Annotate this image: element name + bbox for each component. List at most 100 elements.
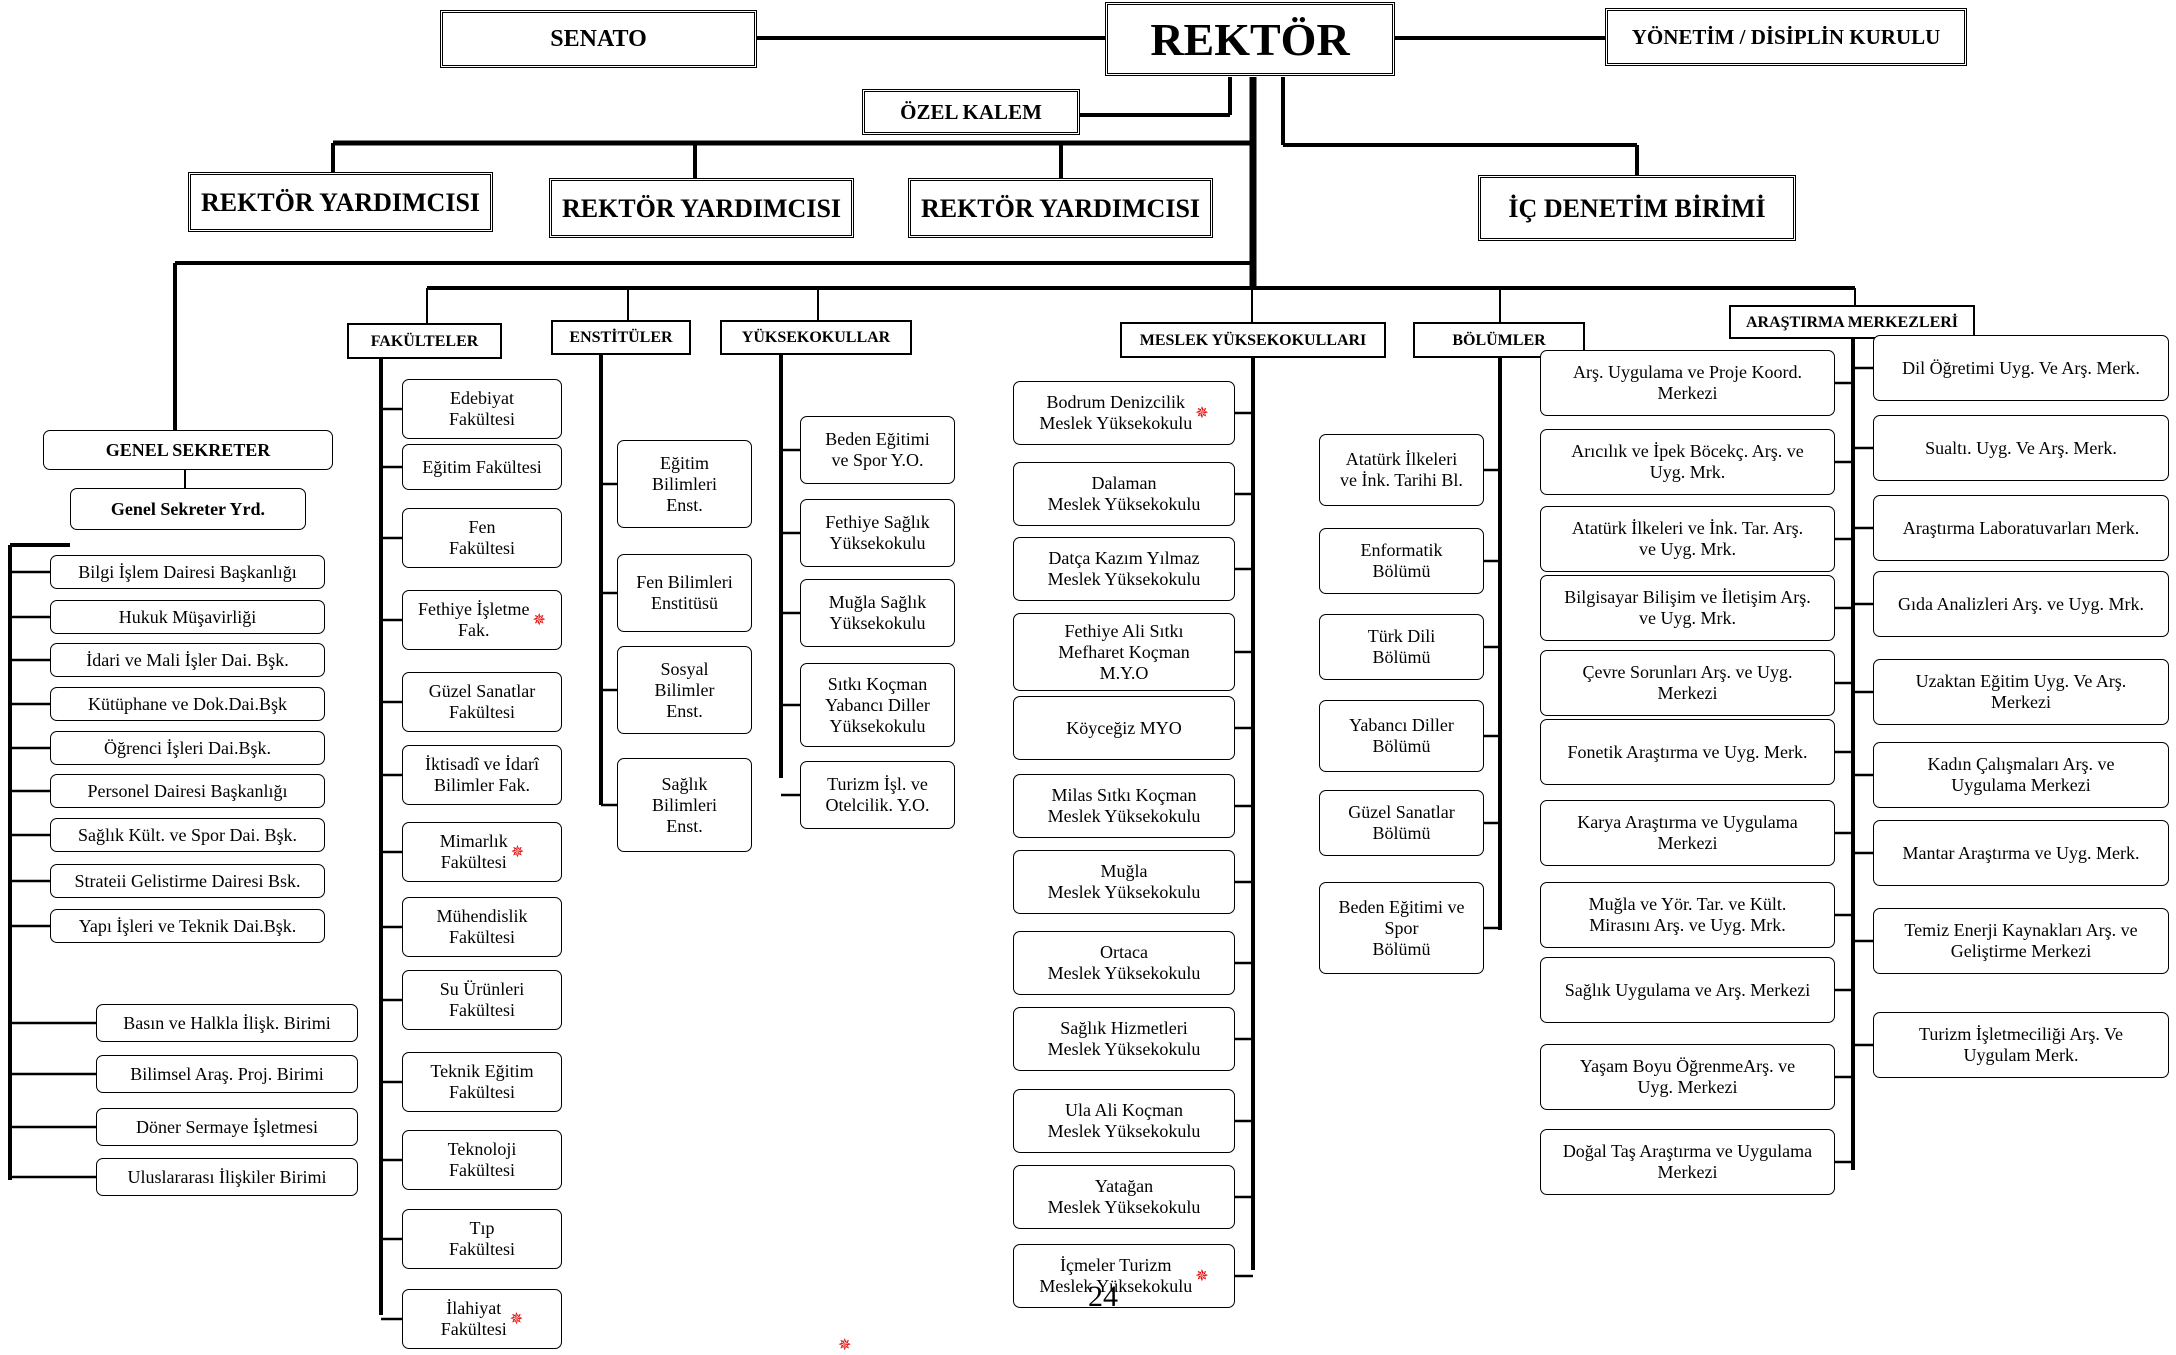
rektor-yardimcisi-1: REKTÖR YARDIMCISI xyxy=(188,172,493,232)
bolum-box-label: Atatürk İlkeleri ve İnk. Tarihi Bl. xyxy=(1340,449,1463,490)
fakulte-box-label: Mühendislik Fakültesi xyxy=(436,906,528,947)
bolum-box-label: Türk Dili Bölümü xyxy=(1367,626,1436,667)
myo-box: Muğla Meslek Yüksekokulu xyxy=(1013,850,1235,914)
bolum-box-label: Güzel Sanatlar Bölümü xyxy=(1348,802,1455,843)
yuksekokul-box: Sıtkı Koçman Yabancı Diller Yüksekokulu xyxy=(800,663,955,747)
fakulte-box-label: Eğitim Fakültesi xyxy=(422,456,542,477)
myo-box: Yatağan Meslek Yüksekokulu xyxy=(1013,1165,1235,1229)
yuksekokullar-header: YÜKSEKOKULLAR xyxy=(720,320,912,355)
fakulte-box-label: Fethiye İşletme Fak. xyxy=(418,599,530,640)
myo-box-label: İçmeler Turizm Meslek Yüksekokulu xyxy=(1039,1255,1193,1296)
bolum-box-label: Enformatik Bölümü xyxy=(1360,540,1443,581)
yuksekokul-box-label: Beden Eğitimi ve Spor Y.O. xyxy=(825,429,930,470)
genel-sekreter-unit: Basın ve Halkla İlişk. Birimi xyxy=(96,1004,358,1042)
genel-sekreter-unit-label: Basın ve Halkla İlişk. Birimi xyxy=(123,1012,331,1033)
arastirma-merkezi-box-label: Temiz Enerji Kaynakları Arş. ve Geliştir… xyxy=(1904,920,2138,961)
genel-sekreter-unit-label: Sağlık Kült. ve Spor Dai. Bşk. xyxy=(78,824,297,845)
enstitu-box-label: Sağlık Bilimleri Enst. xyxy=(652,773,717,836)
enstitu-box: Sosyal Bilimler Enst. xyxy=(617,646,752,734)
arastirma-merkezi-box: Yaşam Boyu ÖğrenmeArş. ve Uyg. Merkezi xyxy=(1540,1044,1835,1110)
fakulte-box-label: Fen Fakültesi xyxy=(449,517,515,558)
genel-sekreter-unit-label: Döner Sermaye İşletmesi xyxy=(136,1116,318,1137)
arastirma-merkezi-box-label: Karya Araştırma ve Uygulama Merkezi xyxy=(1577,812,1798,853)
myo-box: Bodrum Denizcilik Meslek Yüksekokulu✵ xyxy=(1013,381,1235,445)
enstitu-box: Fen Bilimleri Enstitüsü xyxy=(617,554,752,632)
arastirma-merkezi-box: Kadın Çalışmaları Arş. ve Uygulama Merke… xyxy=(1873,742,2169,808)
arastirma-merkezi-box-label: Muğla ve Yör. Tar. ve Kült. Mirasını Arş… xyxy=(1588,894,1787,935)
enstitu-box-label: Sosyal Bilimler Enst. xyxy=(654,658,715,721)
myo-box-label: Fethiye Ali Sıtkı Mefharet Koçman M.Y.O xyxy=(1058,620,1190,683)
yuksekokul-box: Turizm İşl. ve Otelcilik. Y.O. xyxy=(800,761,955,829)
arastirma-merkezi-box: Turizm İşletmeciliği Arş. Ve Uygulam Mer… xyxy=(1873,1012,2169,1078)
myo-box: Milas Sıtkı Koçman Meslek Yüksekokulu xyxy=(1013,774,1235,838)
genel-sekreter-unit: Kütüphane ve Dok.Dai.Bşk xyxy=(50,687,325,721)
myo-box-label: Yatağan Meslek Yüksekokulu xyxy=(1047,1176,1201,1217)
yuksekokul-box: Beden Eğitimi ve Spor Y.O. xyxy=(800,416,955,484)
genel-sekreter-unit: Öğrenci İşleri Dai.Bşk. xyxy=(50,731,325,765)
bolum-box: Atatürk İlkeleri ve İnk. Tarihi Bl. xyxy=(1319,434,1484,506)
genel-sekreter-unit-label: Kütüphane ve Dok.Dai.Bşk xyxy=(88,693,287,714)
genel-sekreter-unit: Hukuk Müşavirliği xyxy=(50,600,325,634)
fakulte-box: İktisadî ve İdarî Bilimler Fak. xyxy=(402,745,562,805)
fakulte-box-label: Su Ürünleri Fakültesi xyxy=(439,979,525,1020)
myo-box-label: Milas Sıtkı Koçman Meslek Yüksekokulu xyxy=(1047,785,1201,826)
genel-sekreter-yrd-box: Genel Sekreter Yrd. xyxy=(70,488,306,530)
arastirma-merkezi-box-label: Doğal Taş Araştırma ve Uygulama Merkezi xyxy=(1562,1141,1813,1182)
arastirma-merkezi-box: Temiz Enerji Kaynakları Arş. ve Geliştir… xyxy=(1873,908,2169,974)
myo-box: Fethiye Ali Sıtkı Mefharet Koçman M.Y.O xyxy=(1013,613,1235,691)
fakulte-box-label: Güzel Sanatlar Fakültesi xyxy=(428,681,536,722)
star-icon: ✵ xyxy=(509,1310,524,1328)
enstitu-box-label: Fen Bilimleri Enstitüsü xyxy=(636,572,733,613)
fakulte-box-label: Mimarlık Fakültesi xyxy=(439,831,508,872)
arastirma-merkezi-box: Fonetik Araştırma ve Uyg. Merk. xyxy=(1540,719,1835,785)
genel-sekreter-unit: İdari ve Mali İşler Dai. Bşk. xyxy=(50,643,325,677)
arastirma-merkezi-box: Sualtı. Uyg. Ve Arş. Merk. xyxy=(1873,415,2169,481)
yuksekokul-box-label: Fethiye Sağlık Yüksekokulu xyxy=(825,512,930,553)
genel-sekreter-unit: Bilgi İşlem Dairesi Başkanlığı xyxy=(50,555,325,589)
arastirma-merkezi-box-label: Sağlık Uygulama ve Arş. Merkezi xyxy=(1564,979,1811,1000)
star-icon: ✵ xyxy=(532,611,546,629)
fakulte-box: Teknik Eğitim Fakültesi xyxy=(402,1052,562,1112)
yuksekokul-box-label: Sıtkı Koçman Yabancı Diller Yüksekokulu xyxy=(825,673,930,736)
bolum-box: Türk Dili Bölümü xyxy=(1319,614,1484,680)
arastirma-merkezi-box: Uzaktan Eğitim Uyg. Ve Arş. Merkezi xyxy=(1873,659,2169,725)
genel-sekreter-unit-label: Uluslararası İlişkiler Birimi xyxy=(127,1166,327,1187)
arastirma-merkezi-box-label: Gıda Analizleri Arş. ve Uyg. Mrk. xyxy=(1898,593,2144,614)
arastirma-merkezi-box-label: Fonetik Araştırma ve Uyg. Merk. xyxy=(1567,741,1808,762)
fakulte-box: Güzel Sanatlar Fakültesi xyxy=(402,672,562,732)
bolum-box: Beden Eğitimi ve Spor Bölümü xyxy=(1319,882,1484,974)
fakulte-box: Fen Fakültesi xyxy=(402,508,562,568)
arastirma-merkezi-box-label: Yaşam Boyu ÖğrenmeArş. ve Uyg. Merkezi xyxy=(1579,1056,1796,1097)
genel-sekreter-unit: Yapı İşleri ve Teknik Dai.Bşk. xyxy=(50,909,325,943)
arastirma-merkezi-box-label: Arıcılık ve İpek Böcekç. Arş. ve Uyg. Mr… xyxy=(1571,441,1804,482)
genel-sekreter-unit-label: Personel Dairesi Başkanlığı xyxy=(87,780,288,801)
arastirma-merkezi-box-label: Uzaktan Eğitim Uyg. Ve Arş. Merkezi xyxy=(1915,671,2127,712)
myo-box-label: Köyceğiz MYO xyxy=(1066,717,1182,738)
arastirma-merkezi-box-label: Atatürk İlkeleri ve İnk. Tar. Arş. ve Uy… xyxy=(1571,518,1804,559)
fakulte-box-label: Tıp Fakültesi xyxy=(449,1218,515,1259)
enstitu-box: Eğitim Bilimleri Enst. xyxy=(617,440,752,528)
myo-box-label: Bodrum Denizcilik Meslek Yüksekokulu xyxy=(1039,392,1193,433)
myo-box: Datça Kazım Yılmaz Meslek Yüksekokulu xyxy=(1013,537,1235,601)
genel-sekreter-unit-label: Hukuk Müşavirliği xyxy=(118,606,257,627)
fakulte-box: Eğitim Fakültesi xyxy=(402,444,562,490)
arastirma-merkezi-box: Atatürk İlkeleri ve İnk. Tar. Arş. ve Uy… xyxy=(1540,506,1835,572)
yuksekokul-box-label: Turizm İşl. ve Otelcilik. Y.O. xyxy=(825,774,930,815)
bolum-box-label: Beden Eğitimi ve Spor Bölümü xyxy=(1338,896,1465,959)
yuksekokul-box-label: Muğla Sağlık Yüksekokulu xyxy=(828,592,927,633)
arastirma-merkezi-box: Arıcılık ve İpek Böcekç. Arş. ve Uyg. Mr… xyxy=(1540,429,1835,495)
arastirma-merkezi-box-label: Kadın Çalışmaları Arş. ve Uygulama Merke… xyxy=(1927,754,2115,795)
fakulte-box-label: İktisadî ve İdarî Bilimler Fak. xyxy=(425,754,539,795)
ic-denetim-box: İÇ DENETİM BİRİMİ xyxy=(1478,175,1796,241)
ozel-kalem-box: ÖZEL KALEM xyxy=(862,89,1080,135)
enstitu-box-label: Eğitim Bilimleri Enst. xyxy=(652,452,717,515)
fakulte-box: Teknoloji Fakültesi xyxy=(402,1130,562,1190)
fakulte-box-label: Teknik Eğitim Fakültesi xyxy=(430,1061,534,1102)
arastirma-merkezi-box: Çevre Sorunları Arş. ve Uyg. Merkezi xyxy=(1540,650,1835,716)
genel-sekreter-unit-label: Bilimsel Araş. Proj. Birimi xyxy=(130,1063,324,1084)
arastirma-merkezi-box: Bilgisayar Bilişim ve İletişim Arş. ve U… xyxy=(1540,575,1835,641)
myo-header: MESLEK YÜKSEKOKULLARI xyxy=(1120,322,1386,358)
fakulte-box: Mühendislik Fakültesi xyxy=(402,897,562,957)
arastirma-merkezi-box-label: Dil Öğretimi Uyg. Ve Arş. Merk. xyxy=(1902,357,2140,378)
page-number: 24 xyxy=(1088,1280,1118,1313)
